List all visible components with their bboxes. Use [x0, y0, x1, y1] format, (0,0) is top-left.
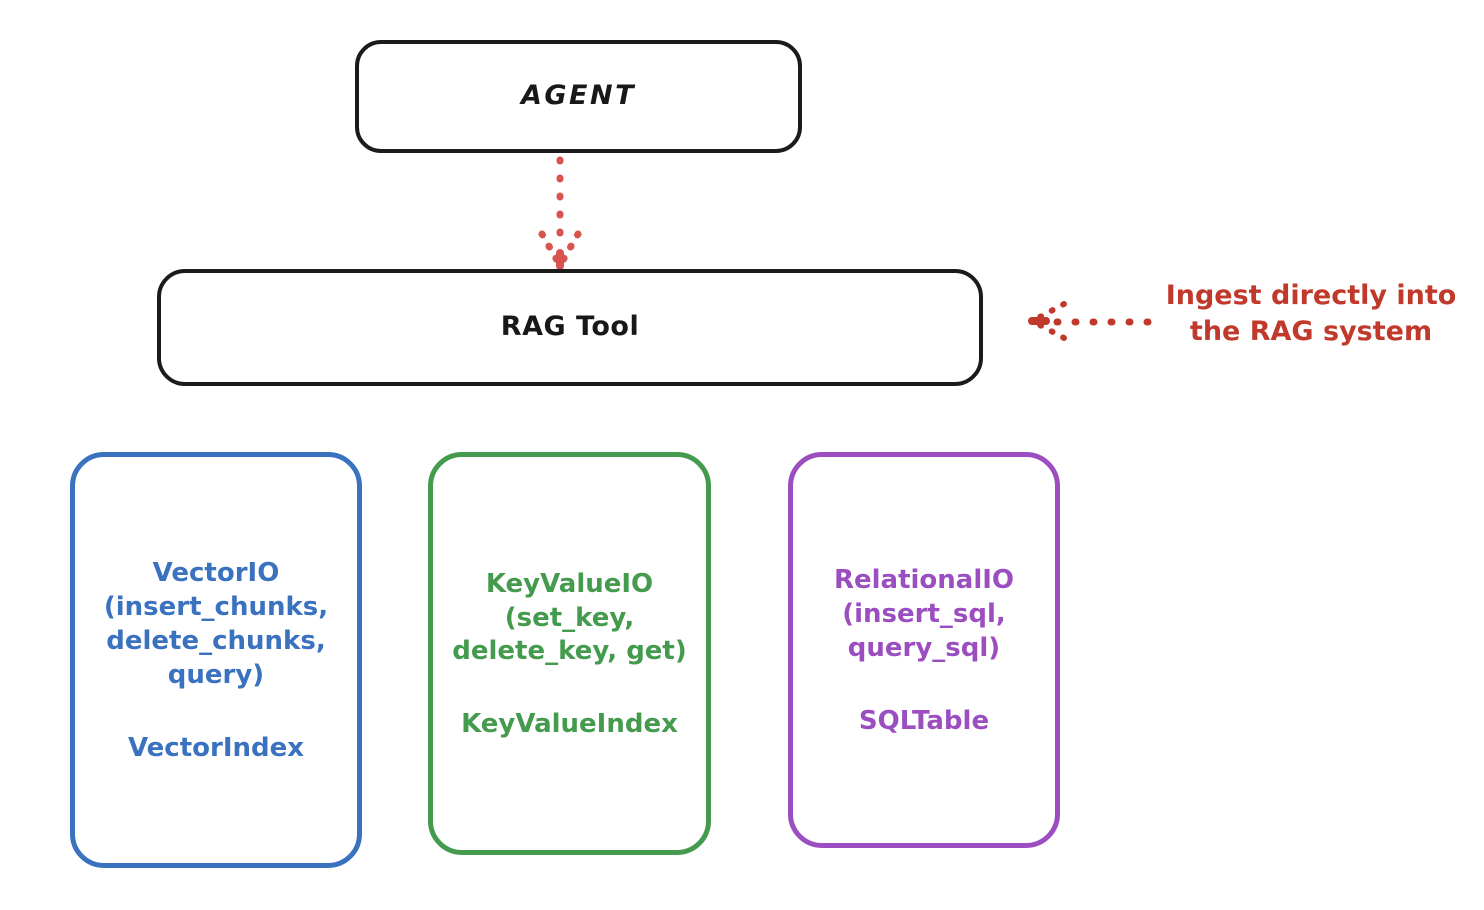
node-agent[interactable]: AGENT: [355, 40, 802, 153]
key-value-io-api-label: KeyValueIO (set_key, delete_key, get): [452, 568, 687, 667]
node-rag-tool-label: RAG Tool: [500, 311, 640, 343]
agent-to-rag-tool-arrow-icon: [538, 156, 582, 270]
vector-io-api-label: VectorIO (insert_chunks, delete_chunks, …: [103, 558, 329, 690]
node-vector-io[interactable]: VectorIO (insert_chunks, delete_chunks, …: [70, 452, 362, 868]
relational-io-index-label: SQLTable: [858, 705, 990, 736]
key-value-io-index-label: KeyValueIndex: [461, 709, 678, 740]
node-rag-tool[interactable]: RAG Tool: [157, 269, 983, 386]
ingest-pointer-arrow-icon: [1028, 301, 1152, 341]
vector-io-index-label: VectorIndex: [127, 732, 305, 763]
node-key-value-io[interactable]: KeyValueIO (set_key, delete_key, get) Ke…: [428, 452, 711, 855]
node-relational-io[interactable]: RelationalIO (insert_sql, query_sql) SQL…: [788, 452, 1060, 848]
relational-io-api-label: RelationalIO (insert_sql, query_sql): [833, 565, 1015, 663]
ingest-annotation-text: Ingest directly into the RAG system: [1165, 280, 1457, 347]
node-agent-label: AGENT: [520, 80, 636, 112]
